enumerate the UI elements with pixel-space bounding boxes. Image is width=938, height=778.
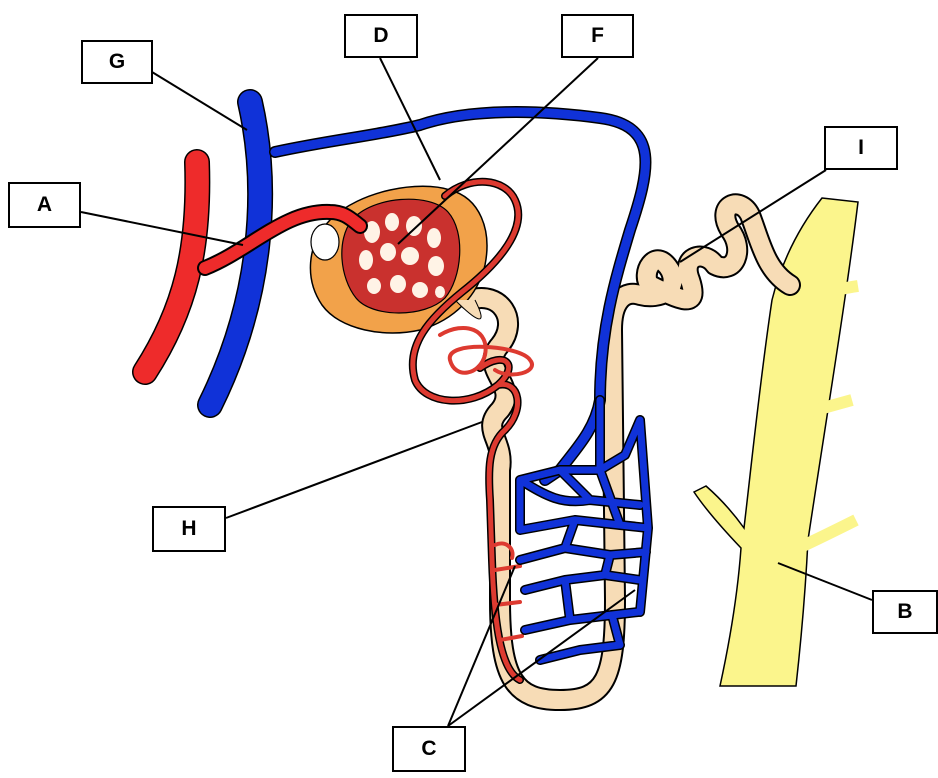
label-f: F <box>561 14 634 58</box>
leader-line-h <box>226 422 482 518</box>
label-b: B <box>872 590 938 634</box>
leader-line-g <box>152 72 247 130</box>
label-a: A <box>8 182 81 228</box>
label-g: G <box>81 40 153 84</box>
label-h: H <box>152 506 226 552</box>
renal-artery <box>145 162 197 372</box>
label-d: D <box>344 14 418 58</box>
label-c: C <box>392 726 466 772</box>
leader-line-f <box>398 58 598 244</box>
label-i: I <box>824 126 898 170</box>
leader-line-a <box>81 212 243 245</box>
